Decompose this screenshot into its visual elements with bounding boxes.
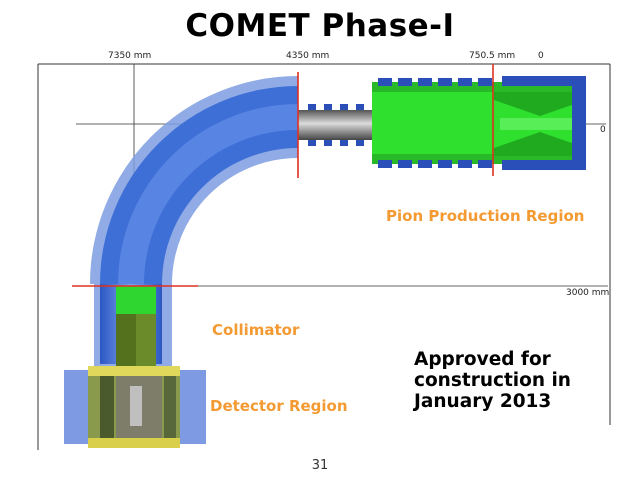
collimator-top xyxy=(116,286,156,314)
dim-7350-label: 7350 mm xyxy=(108,51,152,61)
transport-pipe xyxy=(298,110,378,140)
page-number: 31 xyxy=(311,458,329,473)
approval-note: Approved for construction in January 201… xyxy=(414,349,604,412)
approval-line-1: Approved for xyxy=(414,349,551,370)
dim-4350-label: 4350 mm xyxy=(286,51,330,61)
capture-coils xyxy=(378,76,586,170)
approval-line-3: January 2013 xyxy=(414,391,552,412)
curved-solenoid-bore xyxy=(118,104,298,284)
production-target xyxy=(500,118,586,130)
dim-zero-right-label: 0 xyxy=(600,125,606,135)
dim-zero-top-label: 0 xyxy=(538,51,544,61)
collimator-label: Collimator xyxy=(212,321,300,339)
detector-region-label: Detector Region xyxy=(210,397,348,415)
dim-3000-label: 3000 mm xyxy=(566,288,610,298)
dim-750-label: 750.5 mm xyxy=(469,51,516,61)
pion-production-label: Pion Production Region xyxy=(386,207,585,225)
approval-line-2: construction in xyxy=(414,370,571,391)
slide-title: COMET Phase-I xyxy=(185,8,455,44)
